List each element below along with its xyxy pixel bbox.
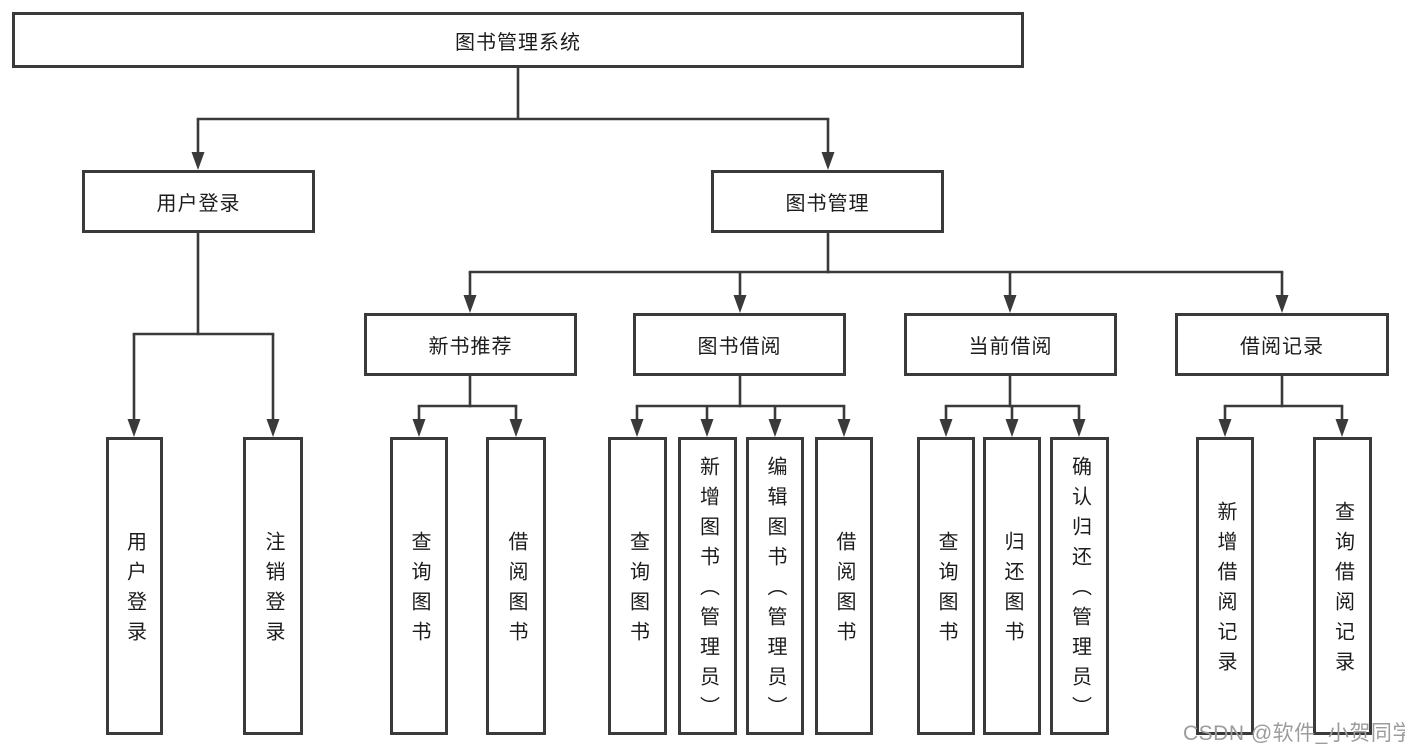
node-label: 新书推荐	[428, 336, 513, 358]
leaf-logout: 注销登录	[243, 437, 303, 735]
node-label: 查询图书	[935, 531, 957, 651]
node-label: 图书管理	[785, 193, 870, 215]
node-label: 查询借阅记录	[1331, 501, 1354, 681]
node-label: 借阅图书	[833, 531, 855, 651]
node-label: 查询图书	[408, 531, 430, 651]
leaf-user-login: 用户登录	[106, 437, 163, 735]
node-label: 用户登录	[123, 531, 146, 651]
node-label: 图书借阅	[697, 336, 782, 358]
leaf-borrow-books-recommend: 借阅图书	[486, 437, 546, 735]
leaf-confirm-return-admin: 确认归还（管理员）	[1050, 437, 1109, 735]
csdn-watermark: CSDN @软件_小贺同学	[1183, 722, 1405, 745]
leaf-query-books-recommend: 查询图书	[390, 437, 448, 735]
node-label: 确认归还（管理员）	[1068, 456, 1091, 726]
node-user-login: 用户登录	[82, 170, 315, 233]
node-book-borrow: 图书借阅	[633, 313, 846, 376]
node-label: 查询图书	[626, 531, 649, 651]
node-label: 新增借阅记录	[1214, 501, 1236, 681]
node-label: 图书管理系统	[455, 31, 581, 54]
node-label: 编辑图书（管理员）	[764, 456, 786, 726]
node-label: 借阅图书	[505, 531, 527, 651]
leaf-query-books-current: 查询图书	[917, 437, 975, 735]
node-label: 借阅记录	[1240, 336, 1324, 358]
leaf-query-books-borrow: 查询图书	[608, 437, 667, 735]
leaf-query-borrow-record: 查询借阅记录	[1313, 437, 1372, 735]
leaf-borrow-books: 借阅图书	[815, 437, 873, 735]
leaf-add-borrow-record: 新增借阅记录	[1196, 437, 1254, 735]
node-label: 新增图书（管理员）	[696, 456, 719, 726]
node-root: 图书管理系统	[12, 12, 1024, 68]
leaf-add-book-admin: 新增图书（管理员）	[678, 437, 737, 735]
node-book-management: 图书管理	[711, 170, 944, 233]
node-label: 注销登录	[262, 531, 284, 651]
node-borrow-records: 借阅记录	[1175, 313, 1389, 376]
node-current-borrow: 当前借阅	[904, 313, 1117, 376]
node-label: 用户登录	[156, 193, 241, 215]
connector-lines	[132, 68, 1344, 420]
leaf-return-book: 归还图书	[983, 437, 1041, 735]
leaf-edit-book-admin: 编辑图书（管理员）	[746, 437, 804, 735]
node-label: 当前借阅	[968, 336, 1053, 358]
arrowhead-icons	[127, 152, 1349, 437]
node-new-book-recommend: 新书推荐	[364, 313, 577, 376]
node-label: 归还图书	[1001, 531, 1023, 651]
